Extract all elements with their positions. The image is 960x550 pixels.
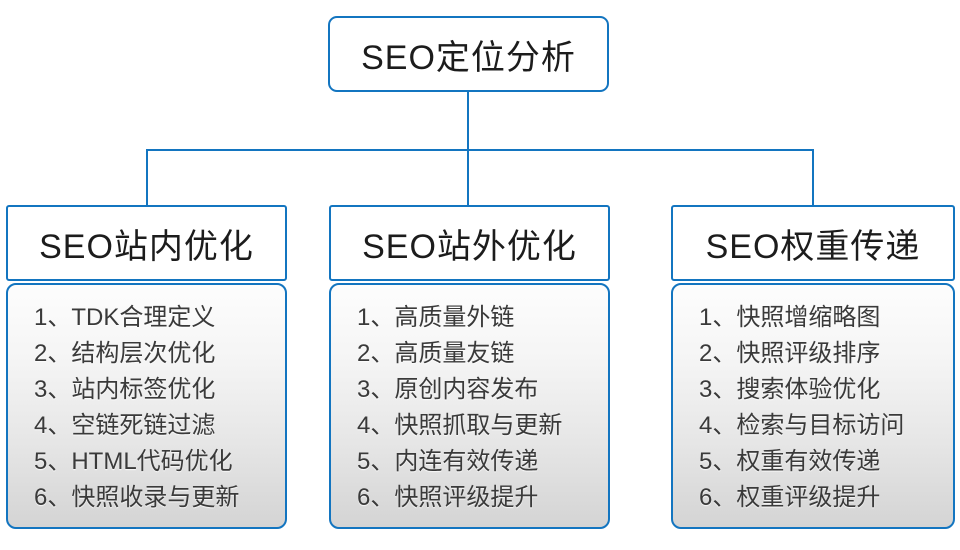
branch-header-label: SEO站外优化 bbox=[362, 227, 577, 266]
connector-branch1-vertical bbox=[146, 149, 148, 205]
branch-list-onsite: 1、TDK合理定义 2、结构层次优化 3、站内标签优化 4、空链死链过滤 5、H… bbox=[6, 283, 287, 529]
list-item: 4、快照抓取与更新 bbox=[357, 412, 563, 439]
list-item: 4、检索与目标访问 bbox=[699, 412, 905, 439]
branch-header-offsite: SEO站外优化 bbox=[329, 205, 610, 281]
list-item: 1、快照增缩略图 bbox=[699, 304, 881, 331]
list-item: 3、原创内容发布 bbox=[357, 376, 539, 403]
root-node-seo-positioning: SEO定位分析 bbox=[328, 16, 609, 92]
branch-header-onsite: SEO站内优化 bbox=[6, 205, 287, 281]
list-item: 2、结构层次优化 bbox=[34, 340, 216, 367]
list-item: 6、权重评级提升 bbox=[699, 484, 881, 511]
list-item: 5、权重有效传递 bbox=[699, 448, 881, 475]
list-item: 1、高质量外链 bbox=[357, 304, 515, 331]
list-item: 3、搜索体验优化 bbox=[699, 376, 881, 403]
list-item: 5、HTML代码优化 bbox=[34, 448, 233, 475]
branch-header-label: SEO权重传递 bbox=[705, 227, 921, 266]
connector-root-vertical bbox=[467, 92, 469, 150]
root-node-label: SEO定位分析 bbox=[361, 38, 576, 77]
list-item: 6、快照评级提升 bbox=[357, 484, 539, 511]
list-item: 6、快照收录与更新 bbox=[34, 484, 240, 511]
branch-list-offsite: 1、高质量外链 2、高质量友链 3、原创内容发布 4、快照抓取与更新 5、内连有… bbox=[329, 283, 610, 529]
connector-branch3-vertical bbox=[812, 149, 814, 205]
list-item: 5、内连有效传递 bbox=[357, 448, 539, 475]
list-item: 2、快照评级排序 bbox=[699, 340, 881, 367]
list-item: 4、空链死链过滤 bbox=[34, 412, 216, 439]
connector-horizontal-bar bbox=[146, 149, 814, 151]
list-item: 2、高质量友链 bbox=[357, 340, 515, 367]
branch-header-weight-transfer: SEO权重传递 bbox=[671, 205, 955, 281]
list-item: 1、TDK合理定义 bbox=[34, 304, 216, 331]
branch-header-label: SEO站内优化 bbox=[39, 227, 254, 266]
branch-list-weight-transfer: 1、快照增缩略图 2、快照评级排序 3、搜索体验优化 4、检索与目标访问 5、权… bbox=[671, 283, 955, 529]
connector-branch2-vertical bbox=[467, 149, 469, 205]
list-item: 3、站内标签优化 bbox=[34, 376, 216, 403]
